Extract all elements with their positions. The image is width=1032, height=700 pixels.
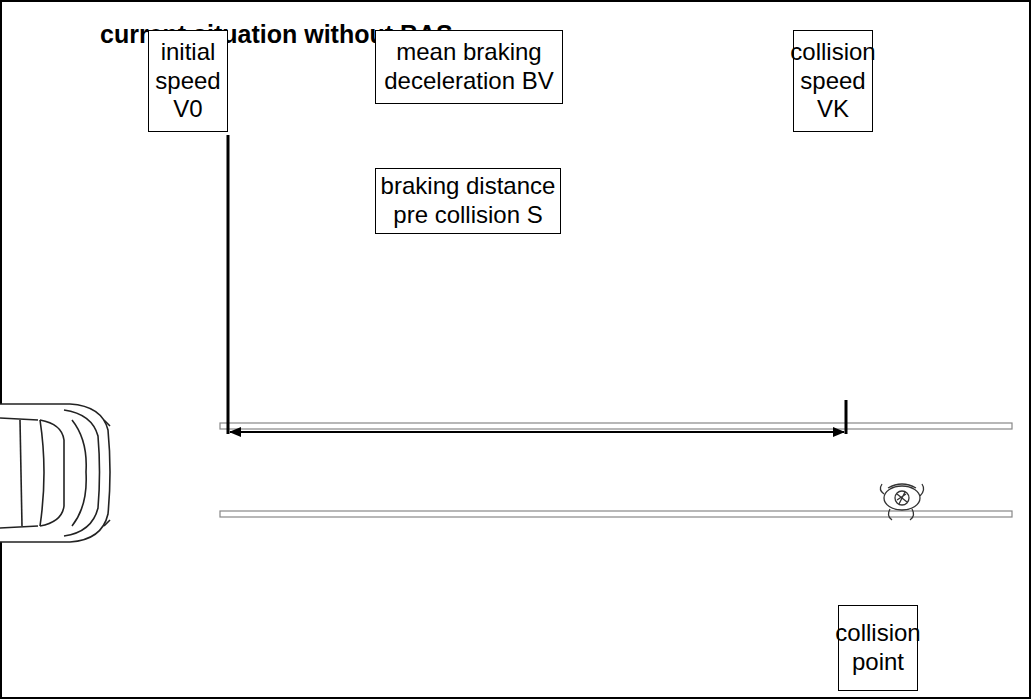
box-text: braking distance pre collision S <box>380 172 556 230</box>
start-marker <box>227 135 230 434</box>
box-content: mean braking deceleration BV <box>380 38 558 96</box>
label-box: initial speed V0 <box>148 30 228 132</box>
box-text: collision point <box>835 619 920 677</box>
label-box: mean braking deceleration BV <box>375 30 563 104</box>
box-content: collision point <box>835 619 920 677</box>
label-box: collision point <box>838 605 918 691</box>
label-box: collision speed VK <box>793 30 873 132</box>
label-box: braking distance pre collision S <box>375 168 561 234</box>
box-text: initial speed V0 <box>153 38 223 124</box>
end-marker <box>845 400 848 434</box>
box-text: mean braking deceleration BV <box>380 38 558 96</box>
distance-arrow <box>230 431 844 433</box>
box-content: collision speed VK <box>790 38 875 124</box>
car-illustration <box>0 404 110 542</box>
box-content: initial speed V0 <box>153 38 223 124</box>
box-text: collision speed VK <box>790 38 875 124</box>
box-content: braking distance pre collision S <box>380 172 556 230</box>
road-edge <box>220 511 1012 517</box>
road-edge <box>220 423 1012 429</box>
pedestrian-illustration <box>880 484 923 520</box>
